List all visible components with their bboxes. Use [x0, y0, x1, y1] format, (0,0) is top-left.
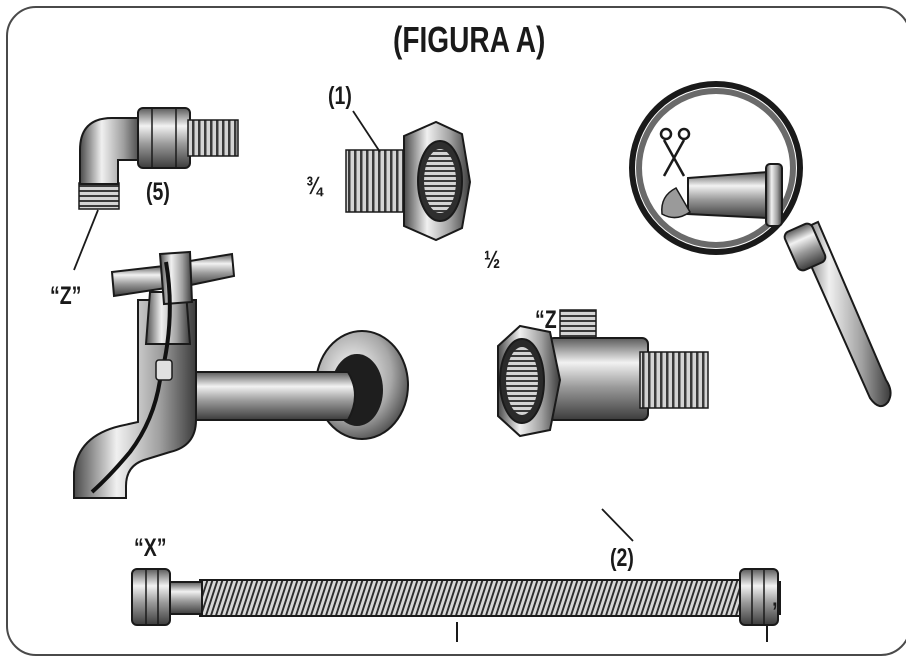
- label-x-hose: “X”: [134, 534, 167, 562]
- label-half: ½: [484, 246, 501, 274]
- label-hose-right-end: ”: [772, 598, 782, 626]
- label-z-left: “Z”: [50, 282, 82, 310]
- reducer-nipple-icon: [345, 120, 472, 242]
- leader-line-2: [601, 508, 634, 542]
- label-z-tee: “Z: [535, 306, 557, 334]
- label-three-quarter: ¾: [306, 172, 323, 200]
- illustration: [73, 81, 892, 642]
- label-part-5: (5): [146, 178, 170, 206]
- figure-stage: (FIGURA A) (1) (5) ¾ ½ “Z” “Z (2) “X” ”: [6, 6, 906, 656]
- flexible-hose-icon: [131, 568, 781, 626]
- leader-line-z: [73, 209, 99, 271]
- label-part-1: (1): [328, 82, 352, 110]
- figure-title: (FIGURA A): [393, 19, 546, 60]
- tee-adapter-icon: [497, 309, 709, 438]
- elbow-fitting-icon: [78, 107, 239, 210]
- leader-line-1: [352, 110, 381, 153]
- label-part-2: (2): [610, 544, 634, 572]
- scissors-icon: [659, 127, 691, 177]
- magnifier-icon: [629, 81, 892, 408]
- faucet-icon: [73, 250, 409, 499]
